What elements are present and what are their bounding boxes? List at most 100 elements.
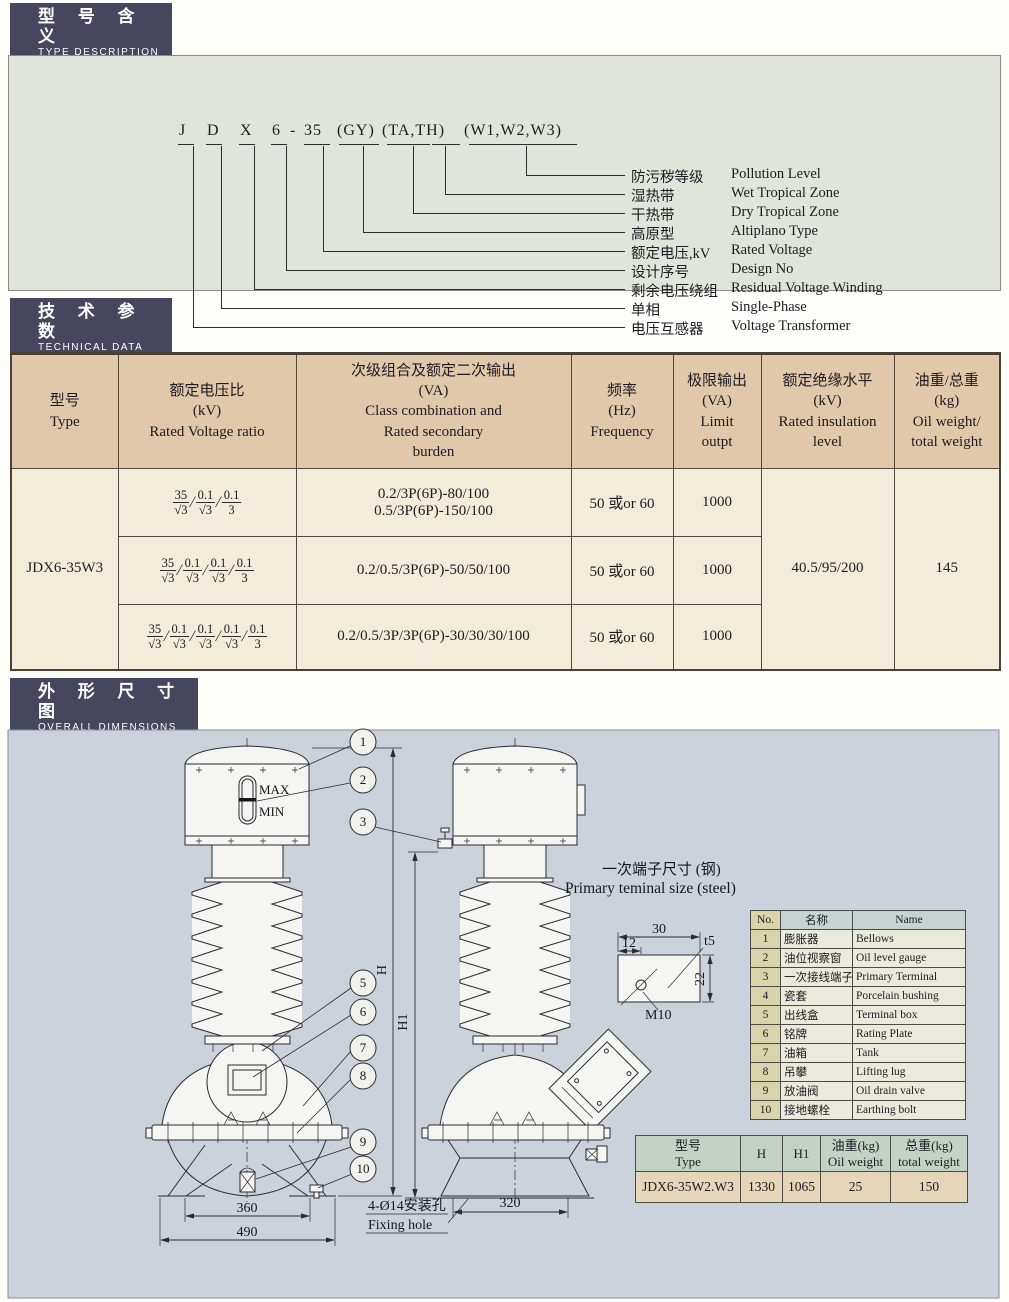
transformer-side-view: 320 [421, 738, 652, 1218]
part-en: Bellows [852, 929, 966, 949]
section-title-en: OVERALL DIMENSIONS [38, 722, 177, 733]
connector-TH [445, 146, 625, 195]
type-code-part-W: (W1,W2,W3) [464, 122, 562, 139]
part-zh: 油位视察窗 [780, 948, 853, 968]
legend-zh: 额定电压,kV [631, 246, 711, 262]
callout-1: 1 [360, 734, 367, 749]
part-zh: 一次接线端子 [780, 967, 853, 987]
parts-header-row: No. 名称 Name [750, 910, 966, 930]
primary-terminal-detail: 一次端子尺寸 (钢) Primary teminal size (steel) … [565, 861, 736, 1023]
cell-limit-output: 1000 [672, 604, 762, 670]
part-no: 5 [750, 1005, 781, 1025]
legend-en: Residual Voltage Winding [731, 280, 883, 296]
section-title-zh: 外 形 尺 寸 图 [38, 682, 184, 721]
part-zh: 铭牌 [780, 1024, 853, 1044]
type-designation-panel: J D X 6 - 35 (GY) (TA,TH) (W1,W2,W3) 防污秽… [8, 55, 1001, 338]
fixing-hole-en: Fixing hole [368, 1218, 432, 1233]
part-en: Oil level gauge [852, 948, 966, 968]
part-no: 4 [750, 986, 781, 1006]
cell-frequency: 50 或or 60 [570, 468, 674, 537]
part-en: Oil drain valve [852, 1081, 966, 1101]
legend-en: Dry Tropical Zone [731, 204, 839, 220]
type-code-part-X: X [240, 122, 253, 139]
part-en: Tank [852, 1043, 966, 1063]
dim-320: 320 [500, 1196, 521, 1211]
fixing-hole-zh: 4-Ø14安装孔 [368, 1198, 446, 1214]
connector-35 [323, 146, 625, 252]
type-code-part-6: 6 [272, 122, 281, 139]
size-header-row: 型号 Type H H1 油重(kg) Oil weight 总重(kg) to… [635, 1135, 968, 1172]
technical-data-table: 型号 Type 额定电压比 (kV) Rated Voltage ratio 次… [10, 352, 1001, 671]
fraction: 0.1√3 [221, 622, 242, 652]
size-oil-value: 25 [820, 1171, 891, 1203]
legend-en: Voltage Transformer [731, 318, 851, 334]
code-underline [432, 144, 460, 145]
parts-col-zh: 名称 [780, 910, 853, 930]
connector-X [254, 146, 625, 290]
callout-6: 6 [360, 1004, 367, 1019]
callout-5: 5 [360, 975, 367, 990]
legend-zh: 单相 [631, 303, 660, 319]
fraction: 0.1√3 [195, 488, 216, 517]
connector-W [526, 146, 625, 176]
code-underline [178, 144, 194, 145]
type-code-part-TATH: (TA,TH) [382, 122, 446, 139]
support-legs [158, 1144, 336, 1197]
col-header-oil-weight: 油重/总重 (kg) Oil weight/ total weight [893, 353, 1001, 469]
part-no: 6 [750, 1024, 781, 1044]
legend-zh: 剩余电压绕组 [631, 284, 718, 300]
section-title-en: TYPE DESCRIPTION [38, 47, 160, 58]
size-col-total: 总重(kg) total weight [890, 1135, 968, 1172]
code-underline [304, 144, 330, 145]
code-underline [271, 144, 287, 145]
legend-zh: 干热带 [631, 208, 675, 224]
col-header-burden: 次级组合及额定二次输出 (VA) Class combination and R… [295, 353, 572, 469]
callout-2: 2 [360, 772, 367, 787]
part-en: Primary Terminal [852, 967, 966, 987]
size-col-oil: 油重(kg) Oil weight [820, 1135, 891, 1172]
part-zh: 放油阀 [780, 1081, 853, 1101]
primary-terminal [437, 827, 453, 849]
size-table-wrap: 型号 Type H H1 油重(kg) Oil weight 总重(kg) to… [635, 1135, 968, 1203]
oil-level-gauge: MAX MIN [238, 775, 290, 825]
part-zh: 接地螺栓 [780, 1100, 853, 1120]
porcelain-bushing-side [459, 881, 571, 1037]
col-header-type: 型号 Type [10, 353, 119, 469]
part-no: 8 [750, 1062, 781, 1082]
label-t5: t5 [704, 934, 715, 949]
section-title-zh: 技 术 参 数 [38, 302, 144, 341]
fraction: 35√3 [172, 488, 190, 517]
part-en: Lifting lug [852, 1062, 966, 1082]
terminal-title-en: Primary teminal size (steel) [565, 880, 736, 897]
part-no: 10 [750, 1100, 781, 1120]
legend-en: Design No [731, 261, 794, 277]
part-en: Rating Plate [852, 1024, 966, 1044]
dim-22: 22 [693, 972, 708, 986]
fraction: 0.1√3 [182, 556, 203, 585]
type-code-part-GY: (GY) [337, 122, 375, 139]
part-zh: 油箱 [780, 1043, 853, 1063]
size-col-H1: H1 [782, 1135, 821, 1172]
fraction: 0.1√3 [208, 556, 229, 585]
col-header-ratio: 额定电压比 (kV) Rated Voltage ratio [117, 353, 297, 469]
size-data-row: JDX6-35W2.W3 1330 1065 25 150 [635, 1171, 968, 1203]
callouts: 1 2 3 5 6 7 8 9 10 [252, 728, 442, 1189]
code-underline [239, 144, 255, 145]
section-title-en: TECHNICAL DATA [38, 342, 144, 353]
type-code-part-D: D [207, 122, 220, 139]
part-no: 3 [750, 967, 781, 987]
type-code-part-dash: - [290, 122, 297, 139]
